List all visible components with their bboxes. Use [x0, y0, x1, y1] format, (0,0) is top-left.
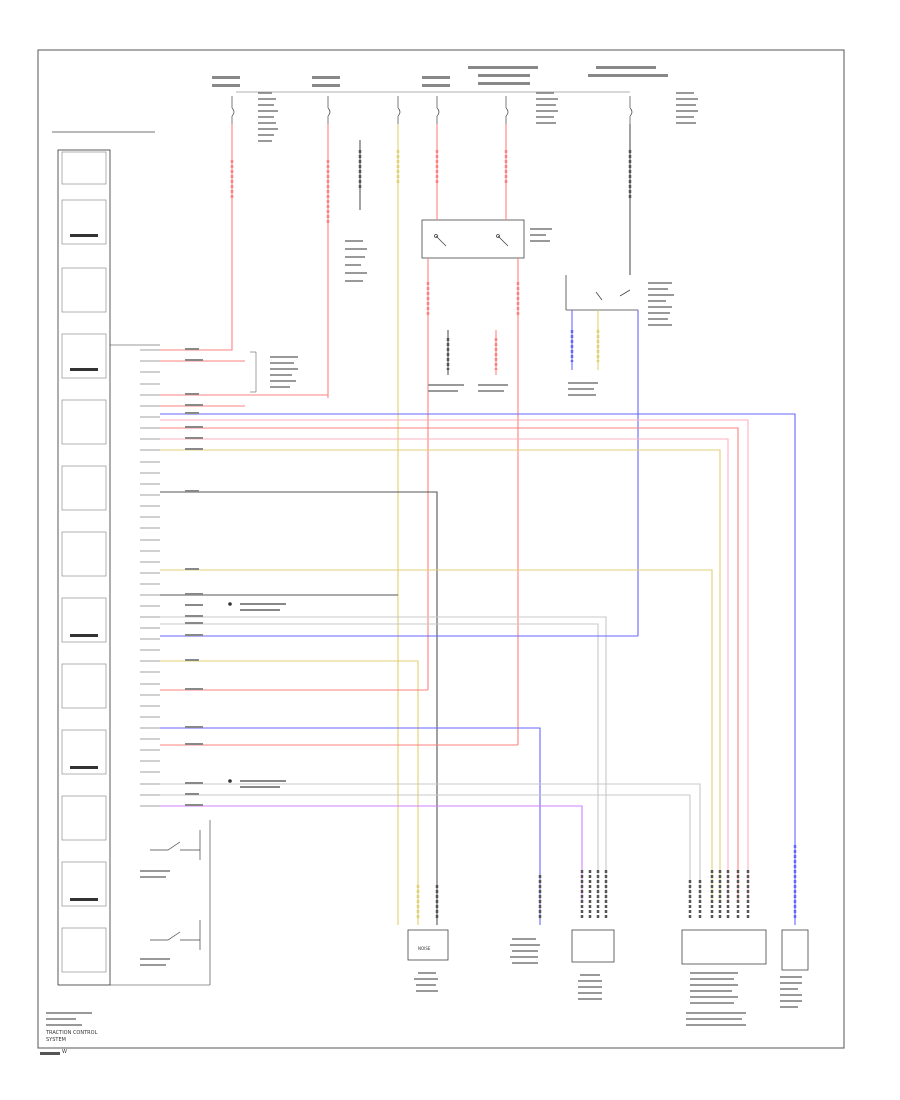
fuse-notes: [258, 92, 698, 142]
footer-title-line-1: TRACTION CONTROL: [46, 1030, 98, 1036]
footer-marks: [46, 1012, 92, 1026]
brake-light-switch: [681, 929, 767, 965]
footer-code: W: [62, 1049, 67, 1055]
module-sections: [61, 151, 107, 973]
fuse-labels: [212, 66, 668, 87]
right-rear-speed-sensor: [571, 929, 615, 963]
footer-title: TRACTION CONTROL SYSTEM: [46, 1030, 97, 1044]
relay-2: [565, 275, 638, 311]
control-module-outline: [57, 149, 111, 986]
instrument-cluster: [781, 929, 809, 971]
footer-title-line-2: SYSTEM: [46, 1037, 66, 1043]
page-code-mark: [40, 1052, 60, 1055]
relay-1-labels: [530, 228, 552, 242]
vertical-wires: [160, 124, 639, 925]
module-pins: [140, 349, 160, 807]
relay-1: [421, 219, 525, 259]
left-rear-speed-sensor: [407, 929, 449, 961]
fuses: [231, 96, 633, 124]
connector-marks: [230, 150, 632, 370]
horizontal-wires: [160, 360, 796, 925]
bottom-connector-marks: [416, 845, 797, 920]
module-switches: [150, 830, 201, 950]
bottom-captions: [414, 938, 802, 1026]
left-rear-speed-sensor-label: NOISE: [418, 946, 431, 951]
diagram-frame: [37, 49, 845, 1049]
module-section-markers: [70, 234, 98, 901]
